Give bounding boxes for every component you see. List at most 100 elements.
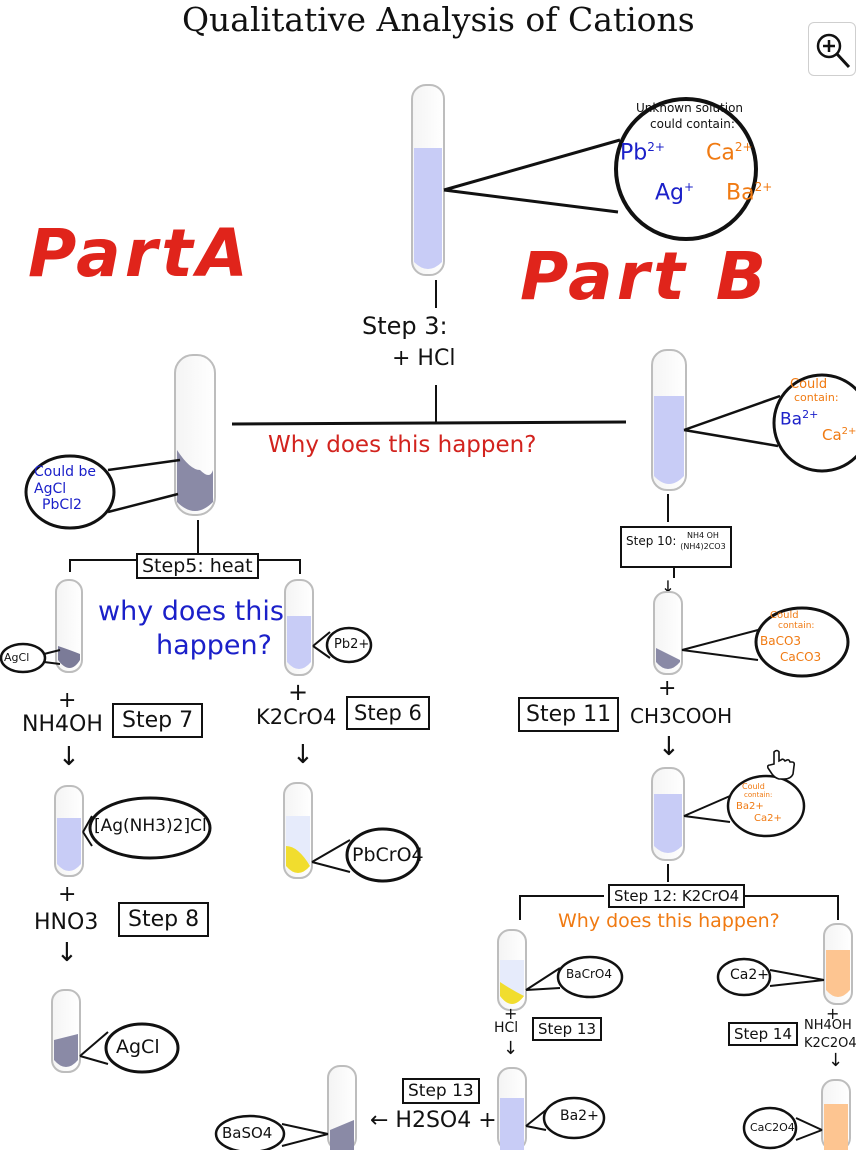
step7-box: Step 7 bbox=[112, 703, 204, 738]
hno3-label: HNO3 bbox=[34, 910, 99, 935]
split-line bbox=[231, 420, 627, 426]
ba2-label: Ba2+ bbox=[560, 1108, 599, 1124]
agcl-tube bbox=[55, 579, 83, 673]
right-mid-caco3: CaCO3 bbox=[780, 650, 822, 664]
ion-pb: Pb2+ bbox=[620, 140, 665, 166]
step3-label: Step 3: bbox=[362, 312, 448, 340]
ion-ag: Ag+ bbox=[655, 180, 695, 206]
right-mid-bubble bbox=[681, 606, 850, 678]
zoom-in-icon bbox=[816, 33, 851, 69]
step10-label: Step 10: bbox=[626, 534, 677, 548]
k2cro4-label: K2CrO4 bbox=[256, 705, 337, 729]
calcium-bubble bbox=[716, 957, 825, 997]
bacro4-label: BaCrO4 bbox=[566, 967, 612, 981]
right-top-ca: Ca2+ bbox=[822, 426, 856, 444]
right-mid-baco3: BaCO3 bbox=[760, 634, 802, 648]
step13-box-left: Step 13 bbox=[402, 1078, 480, 1104]
arrow-2: ↓ bbox=[56, 938, 78, 968]
right-mid-could: Could bbox=[770, 610, 799, 621]
step6-box: Step 6 bbox=[346, 696, 430, 730]
step10-bottom: (NH4)2CO3 bbox=[680, 542, 726, 551]
cac2o4-tube bbox=[821, 1079, 851, 1150]
cac2o4-bubble bbox=[742, 1106, 823, 1150]
hcl-label: HCl bbox=[494, 1020, 519, 1036]
why-label-1: Why does this happen? bbox=[268, 432, 537, 458]
arrow-mid: ↓ bbox=[292, 740, 314, 770]
step10-box: Step 10: NH4 OH (NH4)2CO3 bbox=[620, 526, 732, 568]
arrow-oxalate: ↓ bbox=[828, 1050, 844, 1071]
agcl-final-tube bbox=[51, 989, 81, 1073]
baso4-bubble bbox=[214, 1114, 329, 1150]
pbcro4-tube bbox=[283, 782, 313, 879]
step11-box: Step 11 bbox=[518, 697, 620, 732]
plus-1: + bbox=[58, 688, 77, 713]
acid-tube bbox=[651, 767, 685, 861]
k2c2o4-label: K2C2O4 bbox=[804, 1036, 856, 1051]
step10-top: NH4 OH bbox=[687, 531, 719, 540]
nh4oh-label: NH4OH bbox=[22, 712, 103, 737]
ca2-label: Ca2+ bbox=[730, 967, 769, 983]
right-top-could: Could bbox=[790, 377, 828, 392]
step13-box-right: Step 13 bbox=[532, 1017, 603, 1041]
right-small-ca: Ca2+ bbox=[754, 813, 782, 824]
baso4-label: BaSO4 bbox=[222, 1124, 273, 1142]
right-small-bubble bbox=[683, 774, 806, 838]
why-label-3: Why does this happen? bbox=[558, 910, 780, 932]
step5-box: Step5: heat bbox=[136, 553, 259, 579]
plus-mid: + bbox=[288, 678, 309, 706]
arrow-ch3cooh: ↓ bbox=[658, 732, 680, 762]
bacro4-tube bbox=[497, 929, 527, 1011]
could-be-pbcl2: PbCl2 bbox=[42, 497, 82, 513]
plus-ch3cooh: + bbox=[658, 676, 677, 701]
carbonate-tube bbox=[653, 591, 683, 675]
step12-bracket bbox=[519, 895, 839, 920]
unknown-subheading: could contain: bbox=[650, 117, 735, 131]
agcl-small-bubble bbox=[0, 642, 61, 674]
could-be-label: Could be bbox=[34, 464, 96, 480]
plus-2: + bbox=[58, 882, 77, 907]
bacro4-bubble bbox=[525, 955, 624, 999]
part-b-tube bbox=[651, 349, 687, 491]
precipitate-test-tube bbox=[174, 354, 216, 516]
complex-label: [Ag(NH3)2]Cl bbox=[94, 816, 207, 836]
step12-box: Step 12: K2CrO4 bbox=[608, 884, 746, 908]
barium-tube bbox=[497, 1067, 527, 1150]
part-a-label: PartA bbox=[28, 215, 252, 292]
agcl-small-label: AgCl bbox=[4, 651, 30, 664]
baso4-tube bbox=[327, 1065, 357, 1150]
pbcro4-bubble bbox=[311, 827, 421, 883]
ion-ca: Ca2+ bbox=[706, 140, 753, 166]
calcium-tube bbox=[823, 923, 853, 1005]
step8-box: Step 8 bbox=[118, 902, 210, 937]
could-be-agcl: AgCl bbox=[34, 481, 67, 497]
agcl-final-label: AgCl bbox=[116, 1036, 160, 1058]
step10-reagents: NH4 OH (NH4)2CO3 bbox=[680, 530, 725, 552]
pbcro4-label: PbCrO4 bbox=[352, 844, 424, 866]
ch3cooh-label: CH3COOH bbox=[630, 704, 733, 728]
h2so4-label: ← H2SO4 + bbox=[370, 1108, 497, 1133]
pb-bubble bbox=[312, 626, 373, 664]
unknown-heading: Unknown solution bbox=[636, 101, 744, 115]
right-top-ba: Ba2+ bbox=[780, 408, 819, 430]
right-small-could: Could bbox=[742, 782, 765, 791]
zoom-button[interactable] bbox=[808, 22, 856, 76]
step3-reagent: + HCl bbox=[392, 346, 456, 371]
page-title: Qualitative Analysis of Cations bbox=[182, 0, 695, 39]
nh4oh-right: NH4OH bbox=[804, 1018, 852, 1033]
why-label-2a: why does this bbox=[98, 596, 284, 627]
right-small-ba: Ba2+ bbox=[736, 801, 764, 812]
part-b-label: Part B bbox=[520, 238, 771, 315]
complex-bubble bbox=[82, 796, 212, 860]
hand-cursor-icon bbox=[764, 748, 798, 786]
complex-tube bbox=[54, 785, 84, 877]
arrow-1: ↓ bbox=[58, 742, 80, 772]
why-label-2b: happen? bbox=[156, 630, 272, 661]
cac2o4-label: CaC2O4 bbox=[750, 1121, 795, 1134]
right-top-contain: contain: bbox=[794, 391, 839, 404]
plus-hcl: + bbox=[504, 1004, 518, 1023]
could-be-bubble bbox=[24, 454, 181, 530]
step14-box: Step 14 bbox=[728, 1022, 799, 1046]
right-mid-contain: contain: bbox=[778, 621, 815, 631]
right-top-bubble bbox=[683, 373, 856, 473]
unknown-test-tube bbox=[411, 84, 445, 276]
